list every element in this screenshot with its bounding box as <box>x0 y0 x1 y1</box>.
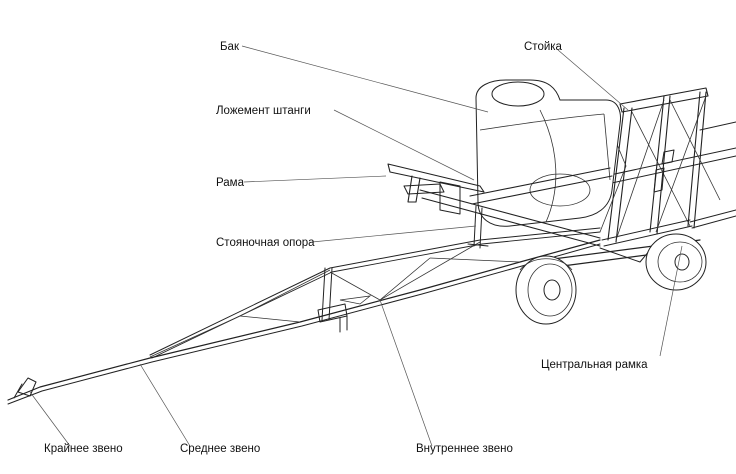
leader-frame <box>243 175 387 183</box>
label-frame: Рама <box>216 177 245 189</box>
leader-inner-section <box>379 299 433 447</box>
leader-stand <box>557 49 629 111</box>
label-tank: Бак <box>220 41 240 53</box>
leader-central-frame <box>659 245 683 357</box>
leader-boom-cradle <box>333 109 475 181</box>
leader-tank <box>241 45 489 113</box>
label-central-frame: Центральная рамка <box>541 359 648 371</box>
label-stand: Стойка <box>524 41 563 53</box>
leader-outer-section <box>29 391 71 447</box>
leader-lines <box>29 45 683 447</box>
boom <box>7 227 601 405</box>
central-frame <box>595 87 736 247</box>
label-inner-section: Внутреннее звено <box>416 443 513 455</box>
right-wheel <box>645 233 707 291</box>
leader-parking-support <box>311 225 477 243</box>
tank <box>475 79 621 227</box>
label-boom-cradle: Ложемент штанги <box>216 105 311 117</box>
label-outer-section: Крайнее звено <box>44 443 123 455</box>
label-parking-support: Стояночная опора <box>216 237 315 249</box>
leader-middle-section <box>139 363 191 447</box>
label-middle-section: Среднее звено <box>180 443 260 455</box>
left-wheel <box>515 255 577 325</box>
